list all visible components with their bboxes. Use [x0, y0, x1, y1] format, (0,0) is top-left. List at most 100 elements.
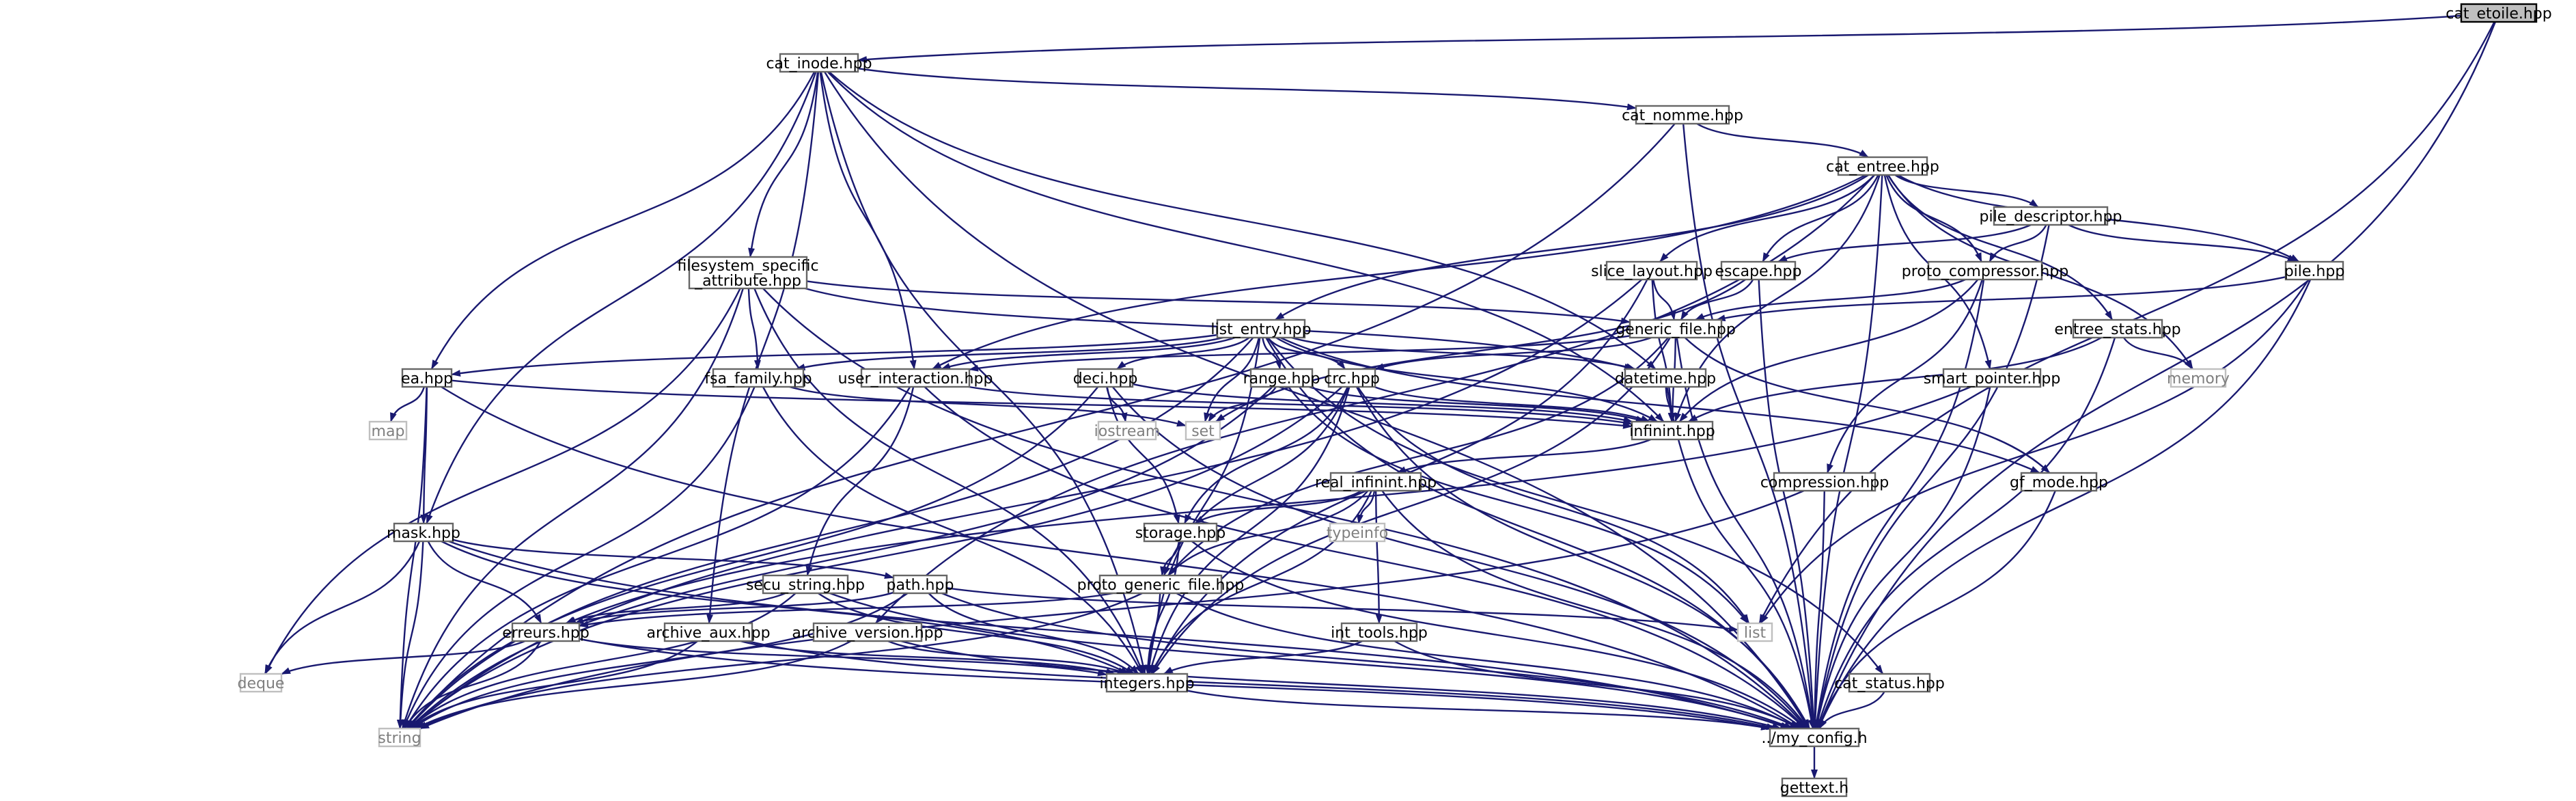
edge-crc-to-string: [408, 386, 1343, 729]
node-filesystem_specific[interactable]: filesystem_specific_attribute.hpp: [677, 256, 819, 290]
node-user_interaction[interactable]: user_interaction.hpp: [838, 368, 993, 388]
node-mask[interactable]: mask.hpp: [387, 522, 460, 543]
edge-cat_inode-to-filesystem_specific: [748, 71, 819, 258]
edge-list_entry-to-deci: [1116, 337, 1250, 370]
node-label: int_tools.hpp: [1331, 625, 1428, 642]
edge-proto_generic_file-to-string: [417, 592, 1143, 730]
node-label: proto_compressor.hpp: [1902, 263, 2068, 280]
node-box: [2460, 3, 2538, 23]
node-deque[interactable]: deque: [238, 673, 285, 693]
edge-filesystem_specific-to-datetime: [805, 287, 1634, 370]
node-set[interactable]: set: [1185, 420, 1221, 441]
node-string[interactable]: string: [378, 727, 421, 748]
edge-cat_nomme-to-cat_entree: [1696, 122, 1869, 159]
edge-infinint-to-real_infinint: [1396, 438, 1652, 474]
node-erreurs[interactable]: erreurs.hpp: [502, 622, 590, 642]
node-fsa_family[interactable]: fsa_family.hpp: [704, 368, 812, 388]
edge-crc-to-storage: [1183, 386, 1349, 524]
node-real_infinint[interactable]: real_infinint.hpp: [1315, 472, 1437, 492]
node-archive_version[interactable]: archive_version.hpp: [792, 622, 943, 642]
node-range[interactable]: range.hpp: [1243, 368, 1320, 388]
node-label: smart_pointer.hpp: [1924, 370, 2061, 388]
node-box: [892, 574, 948, 595]
node-ea[interactable]: ea.hpp: [401, 368, 453, 388]
node-box: [762, 574, 849, 595]
edge-cat_entree-to-list_entry: [1274, 174, 1869, 321]
edge-cat_inode-to-mask: [426, 71, 817, 524]
node-generic_file[interactable]: generic_file.hpp: [1616, 318, 1736, 339]
node-int_tools[interactable]: int_tools.hpp: [1331, 622, 1428, 642]
node-label: deci.hpp: [1073, 370, 1138, 388]
node-pile[interactable]: pile.hpp: [2284, 260, 2345, 281]
node-memory[interactable]: memory: [2167, 368, 2230, 388]
edge-entree_stats-to-my_config: [1816, 337, 2116, 729]
node-datetime[interactable]: datetime.hpp: [1615, 368, 1716, 388]
node-label: cat_inode.hpp: [766, 55, 872, 72]
edge-proto_compressor-to-infinint: [1678, 279, 1979, 422]
node-smart_pointer[interactable]: smart_pointer.hpp: [1924, 368, 2061, 388]
edge-storage-to-integers: [1145, 541, 1180, 675]
node-crc[interactable]: crc.hpp: [1324, 368, 1380, 388]
node-deci[interactable]: deci.hpp: [1073, 368, 1138, 388]
node-cat_etoile[interactable]: cat_etoile.hpp: [2446, 3, 2552, 23]
node-label: iostream: [1094, 423, 1161, 440]
edge-cat_inode-to-user_interaction: [819, 71, 917, 370]
edge-archive_version-to-my_config: [900, 640, 1782, 730]
edge-pile-to-list: [1760, 279, 2310, 624]
node-proto_compressor[interactable]: proto_compressor.hpp: [1902, 260, 2068, 281]
node-storage[interactable]: storage.hpp: [1135, 522, 1225, 543]
edge-real_infinint-to-my_config: [1381, 490, 1809, 729]
node-gettext[interactable]: gettext.h: [1780, 777, 1848, 798]
node-integers[interactable]: integers.hpp: [1099, 673, 1195, 693]
node-list_entry[interactable]: list_entry.hpp: [1210, 318, 1312, 339]
node-proto_generic_file[interactable]: proto_generic_file.hpp: [1077, 574, 1245, 595]
node-label: deque: [238, 675, 285, 692]
node-entree_stats[interactable]: entree_stats.hpp: [2054, 318, 2181, 339]
node-cat_inode[interactable]: cat_inode.hpp: [766, 53, 872, 73]
node-slice_layout[interactable]: slice_layout.hpp: [1591, 260, 1713, 281]
edge-secu_string-to-string: [408, 593, 797, 729]
node-label: archive_aux.hpp: [646, 625, 770, 642]
node-box: [1340, 622, 1418, 642]
node-escape[interactable]: escape.hpp: [1715, 260, 1802, 281]
edge-pile-to-generic_file: [1715, 275, 2286, 322]
node-box: [2284, 260, 2344, 281]
node-box: [1098, 574, 1223, 595]
edge-generic_file-to-crc: [1374, 336, 1652, 370]
node-label: integers.hpp: [1099, 675, 1194, 692]
edge-generic_file-to-gf_mode: [1684, 337, 2051, 474]
node-box: [1143, 522, 1218, 543]
node-box: [1720, 260, 1797, 281]
node-compression[interactable]: compression.hpp: [1760, 472, 1889, 492]
node-box: [1769, 727, 1860, 748]
node-cat_nomme[interactable]: cat_nomme.hpp: [1622, 105, 1743, 125]
node-secu_string[interactable]: secu_string.hpp: [746, 574, 865, 595]
node-box: [1216, 318, 1306, 339]
edge-storage-to-proto_generic_file: [1160, 541, 1180, 576]
node-my_config[interactable]: ../my_config.h: [1761, 727, 1868, 748]
node-pile_descriptor[interactable]: pile_descriptor.hpp: [1980, 206, 2122, 226]
node-archive_aux[interactable]: archive_aux.hpp: [646, 622, 771, 642]
node-path[interactable]: path.hpp: [887, 574, 954, 595]
node-map[interactable]: map: [368, 420, 408, 441]
node-box: [1631, 420, 1714, 441]
edge-smart_pointer-to-my_config: [1814, 386, 1991, 729]
edge-ea-to-string: [396, 386, 428, 729]
edge-list_entry-to-ea: [451, 334, 1218, 377]
node-cat_status[interactable]: cat_status.hpp: [1834, 673, 1945, 693]
node-box: [1105, 673, 1189, 693]
edge-crc-to-integers: [1148, 386, 1351, 675]
node-label: secu_string.hpp: [746, 577, 865, 594]
node-cat_entree[interactable]: cat_entree.hpp: [1826, 156, 1939, 176]
node-gf_mode[interactable]: gf_mode.hpp: [2010, 472, 2108, 492]
edge-cat_inode-to-datetime: [828, 71, 1657, 370]
edge-secu_string-to-integers: [818, 593, 1135, 675]
node-box: [712, 368, 805, 388]
node-list[interactable]: list: [1736, 622, 1773, 642]
node-typeinfo[interactable]: typeinfo: [1327, 522, 1388, 543]
edge-filesystem_specific-to-generic_file: [806, 280, 1631, 325]
node-infinint[interactable]: infinint.hpp: [1629, 420, 1715, 441]
node-iostream[interactable]: iostream: [1094, 420, 1161, 441]
node-box: [779, 53, 859, 73]
